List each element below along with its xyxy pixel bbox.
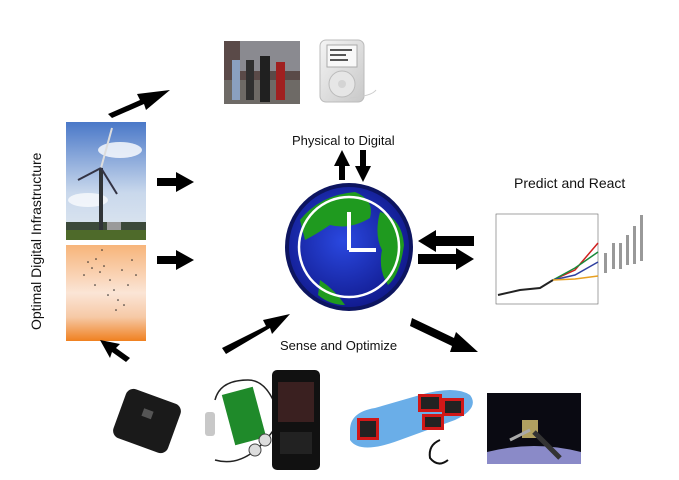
arrow-up-from-globe [334,150,350,180]
climate-chart-image [485,200,645,322]
phone-sensor-board-image [205,370,320,470]
sensor-insole-image [350,390,473,465]
media-player-image [319,39,377,103]
arrow-devices-to-map [100,340,130,362]
arrow-to-virtual-world [108,90,170,118]
arrow-turbine-right [157,172,194,192]
arrow-map-right [157,250,194,270]
virtual-world-image [224,41,300,104]
arrow-globe-to-satellite [410,318,478,352]
optimal-digital-infrastructure-label: Optimal Digital Infrastructure [28,152,44,330]
sensor-tag-image [113,388,181,454]
satellite-image [487,393,581,464]
arrow-down-to-globe [355,150,371,182]
physical-to-digital-label: Physical to Digital [292,133,395,148]
wind-turbine-image [66,122,146,240]
sense-and-optimize-label: Sense and Optimize [280,338,398,353]
predict-and-react-label: Predict and React [514,175,626,191]
arrow-devices-to-globe [222,314,290,354]
arrows [100,90,478,362]
arrow-globe-to-chart [418,248,474,270]
globe-clock-icon [285,183,413,311]
arrow-chart-to-globe [418,230,474,252]
temperature-map-image [66,245,146,341]
